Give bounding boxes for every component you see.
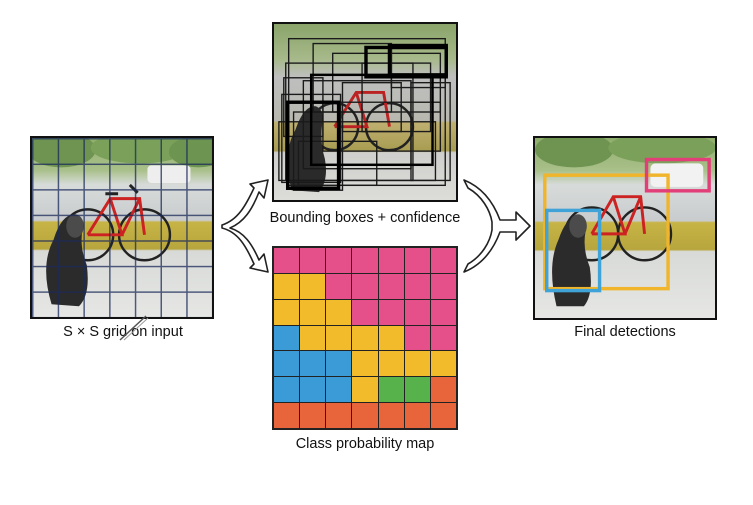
class-cell-yellow: [430, 351, 456, 377]
dog-detection-box: [545, 208, 602, 293]
class-cell-pink: [430, 299, 456, 325]
class-cell-yellow: [300, 299, 326, 325]
class-cell-blue: [300, 377, 326, 403]
class-cell-pink: [274, 248, 300, 273]
class-cell-pink: [300, 248, 326, 273]
class-cell-pink: [430, 325, 456, 351]
class-cell-pink: [404, 325, 430, 351]
s-by-s-grid: [32, 138, 212, 317]
class-cell-pink: [378, 248, 404, 273]
class-cell-pink: [326, 273, 352, 299]
class-cell-yellow: [274, 273, 300, 299]
class-probability-caption: Class probability map: [295, 436, 435, 452]
class-cell-orange: [430, 403, 456, 428]
class-cell-pink: [326, 248, 352, 273]
grid-input-image: [30, 136, 214, 319]
class-cell-yellow: [326, 325, 352, 351]
class-cell-yellow: [274, 299, 300, 325]
class-cell-pink: [352, 273, 378, 299]
class-cell-pink: [378, 299, 404, 325]
class-cell-yellow: [300, 325, 326, 351]
class-cell-green: [404, 377, 430, 403]
class-cell-pink: [430, 273, 456, 299]
pencil-stroke-mark: [119, 315, 149, 341]
class-cell-yellow: [404, 351, 430, 377]
bounding-boxes-caption: Bounding boxes + confidence: [269, 210, 461, 226]
class-cell-blue: [274, 377, 300, 403]
class-cell-yellow: [378, 351, 404, 377]
class-cell-yellow: [300, 273, 326, 299]
class-cell-blue: [326, 377, 352, 403]
class-cell-blue: [300, 351, 326, 377]
bicycle-detection-box: [543, 173, 670, 291]
class-cell-orange: [378, 403, 404, 428]
merge-arrow-icon: [463, 179, 531, 273]
bounding-boxes-image: [272, 22, 458, 202]
class-cell-pink: [404, 299, 430, 325]
split-arrow-icon: [221, 179, 269, 273]
class-probability-map: [272, 246, 458, 430]
class-cell-orange: [300, 403, 326, 428]
final-detections-caption: Final detections: [574, 324, 676, 340]
car-detection-box: [644, 157, 711, 193]
class-cell-yellow: [352, 351, 378, 377]
class-cell-orange: [404, 403, 430, 428]
class-cell-orange: [352, 403, 378, 428]
class-cell-pink: [352, 299, 378, 325]
class-cell-pink: [404, 273, 430, 299]
bounding-boxes-overlay: [278, 37, 451, 193]
final-detections-image: [533, 136, 717, 320]
class-cell-pink: [430, 248, 456, 273]
class-cell-blue: [274, 351, 300, 377]
class-cell-yellow: [378, 325, 404, 351]
class-cell-blue: [326, 351, 352, 377]
class-cell-orange: [274, 403, 300, 428]
class-cell-pink: [378, 273, 404, 299]
class-cell-yellow: [352, 377, 378, 403]
class-cell-blue: [274, 325, 300, 351]
class-cell-orange: [430, 377, 456, 403]
class-cell-orange: [326, 403, 352, 428]
final-detections-scene: [535, 138, 715, 307]
class-cell-yellow: [326, 299, 352, 325]
grid-input-caption: S × S grid on input: [63, 324, 183, 340]
class-cell-yellow: [352, 325, 378, 351]
class-cell-pink: [404, 248, 430, 273]
class-cell-green: [378, 377, 404, 403]
class-cell-pink: [352, 248, 378, 273]
